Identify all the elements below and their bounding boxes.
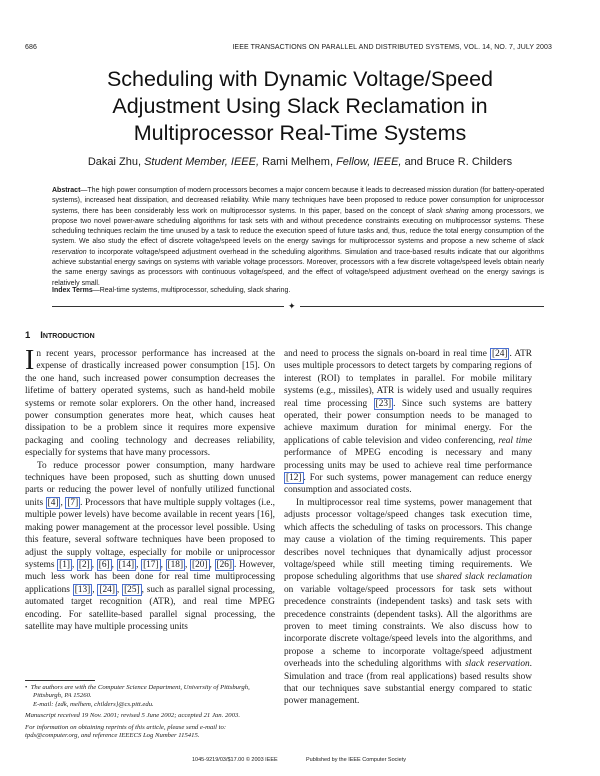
- citation-link[interactable]: [24]: [97, 583, 117, 596]
- author-1-role: Student Member, IEEE,: [144, 156, 260, 168]
- journal-name: IEEE TRANSACTIONS ON PARALLEL AND DISTRI…: [232, 44, 552, 51]
- title-line-1: Scheduling with Dynamic Voltage/Speed: [106, 67, 494, 91]
- citation-link[interactable]: [17]: [141, 558, 161, 571]
- abstract-em-2: slack reservation: [52, 238, 544, 256]
- section-heading: 1 Introduction: [25, 330, 95, 341]
- author-2: Rami Melhem,: [262, 156, 334, 168]
- divider-left: [52, 306, 284, 307]
- abstract-text-b: among processors, we propose two novel p…: [52, 207, 544, 246]
- abstract-text-c: to incorporate voltage/speed adjustment …: [52, 248, 544, 287]
- footnote-affiliation: • The authors are with the Computer Scie…: [25, 684, 250, 708]
- citation-link[interactable]: [4]: [45, 496, 61, 509]
- issn-line: 1045-9219/03/$17.00 © 2003 IEEE: [192, 757, 278, 763]
- bullet-icon: •: [25, 684, 28, 691]
- abstract: Abstract—The high power consumption of m…: [52, 186, 544, 289]
- citation-link[interactable]: [1]: [57, 558, 72, 571]
- title-line-3: Multiprocessor Real-Time Systems: [133, 121, 467, 145]
- section-title: Introduction: [40, 330, 95, 341]
- intro-paragraph-4: In multiprocessor real time systems, pow…: [284, 497, 532, 707]
- intro-paragraph-3: and need to process the signals on-board…: [284, 348, 532, 496]
- citation-link[interactable]: [23]: [373, 397, 394, 410]
- page-number: 686: [25, 44, 37, 51]
- citation-link[interactable]: [6]: [96, 558, 112, 571]
- divider-diamond-icon: ✦: [288, 301, 296, 311]
- footnote-rule: [25, 680, 95, 681]
- citation-link[interactable]: [7]: [65, 496, 81, 509]
- abstract-text-a: —The high power consumption of modern pr…: [52, 187, 544, 215]
- abstract-em-1: slack sharing: [426, 207, 469, 215]
- citation-link[interactable]: [24]: [489, 348, 510, 360]
- citation-link[interactable]: [14]: [116, 558, 137, 571]
- author-1: Dakai Zhu,: [87, 156, 142, 168]
- footnote-manuscript: Manuscript received 19 Nov. 2001; revise…: [25, 712, 240, 720]
- citation-link[interactable]: [20]: [190, 558, 210, 571]
- citation-link[interactable]: [13]: [72, 583, 93, 596]
- section-number: 1: [25, 330, 31, 341]
- publisher-line: Published by the IEEE Computer Society: [306, 757, 406, 763]
- footnotes: • The authors are with the Computer Scie…: [25, 684, 275, 743]
- right-column: and need to process the signals on-board…: [284, 348, 532, 708]
- index-terms: Index Terms—Real-time systems, multiproc…: [52, 287, 544, 294]
- citation-link[interactable]: [18]: [165, 558, 186, 571]
- drop-cap: I: [25, 345, 35, 376]
- author-list: Dakai Zhu, Student Member, IEEE, Rami Me…: [0, 156, 600, 168]
- divider-right: [300, 306, 544, 307]
- paper-title: Scheduling with Dynamic Voltage/Speed Ad…: [0, 66, 600, 147]
- title-line-2: Adjustment Using Slack Reclamation in: [112, 94, 488, 118]
- intro-paragraph-2: To reduce processor power consumption, m…: [25, 460, 276, 632]
- citation-link[interactable]: [26]: [214, 558, 235, 571]
- footnote-reprints: For information on obtaining reprints of…: [25, 723, 227, 740]
- citation-link[interactable]: [2]: [76, 558, 92, 571]
- author-3: and Bruce R. Childers: [404, 156, 513, 168]
- author-2-role: Fellow, IEEE,: [336, 156, 402, 168]
- citation-link[interactable]: [12]: [284, 472, 304, 485]
- citation-link[interactable]: [25]: [122, 583, 142, 596]
- index-terms-text: —Real-time systems, multiprocessor, sche…: [92, 287, 291, 294]
- index-terms-label: Index Terms: [52, 287, 93, 294]
- abstract-label: Abstract: [52, 187, 81, 194]
- running-header: 686 IEEE TRANSACTIONS ON PARALLEL AND DI…: [25, 44, 552, 51]
